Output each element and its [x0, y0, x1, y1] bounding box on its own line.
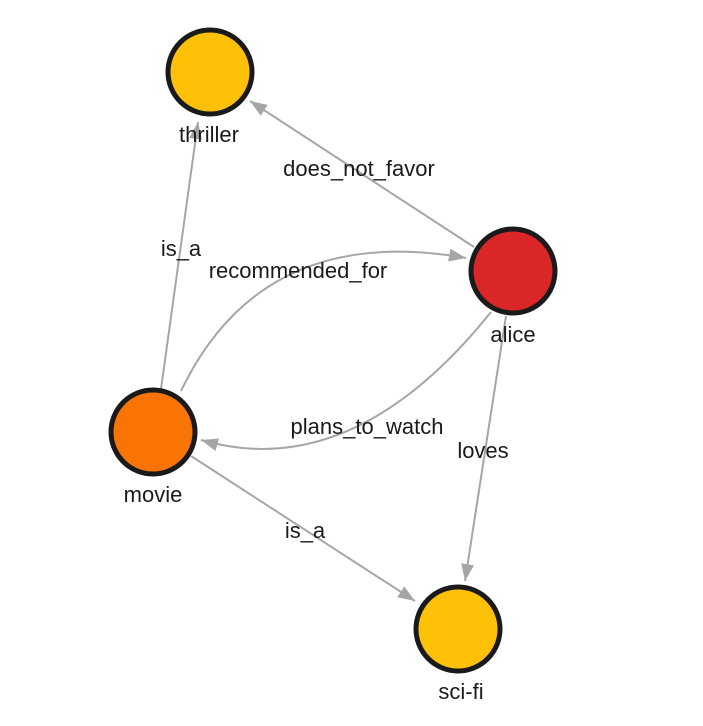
edge-label-alice-sci-fi: loves — [457, 438, 508, 463]
edge-label-alice-movie: plans_to_watch — [291, 414, 444, 439]
node-sci-fi[interactable] — [413, 584, 503, 674]
edge-alice-thriller[interactable] — [249, 100, 475, 248]
edge-label-movie-sci-fi: is_a — [285, 518, 326, 543]
edge-alice-movie[interactable] — [200, 311, 492, 451]
node-label-thriller: thriller — [179, 122, 239, 147]
node-movie[interactable] — [108, 387, 198, 477]
edge-movie-alice[interactable] — [180, 248, 467, 392]
edge-movie-thriller[interactable] — [160, 121, 203, 390]
edge-label-movie-thriller: is_a — [161, 236, 202, 261]
node-label-movie: movie — [124, 482, 183, 507]
edge-label-alice-thriller: does_not_favor — [283, 156, 435, 181]
node-label-alice: alice — [490, 322, 535, 347]
edge-movie-sci-fi[interactable] — [190, 455, 416, 602]
edge-alice-sci-fi[interactable] — [461, 315, 507, 582]
node-thriller[interactable] — [165, 27, 255, 117]
node-alice[interactable] — [468, 226, 558, 316]
edge-label-movie-alice: recommended_for — [209, 258, 388, 283]
node-label-sci-fi: sci-fi — [438, 679, 483, 704]
